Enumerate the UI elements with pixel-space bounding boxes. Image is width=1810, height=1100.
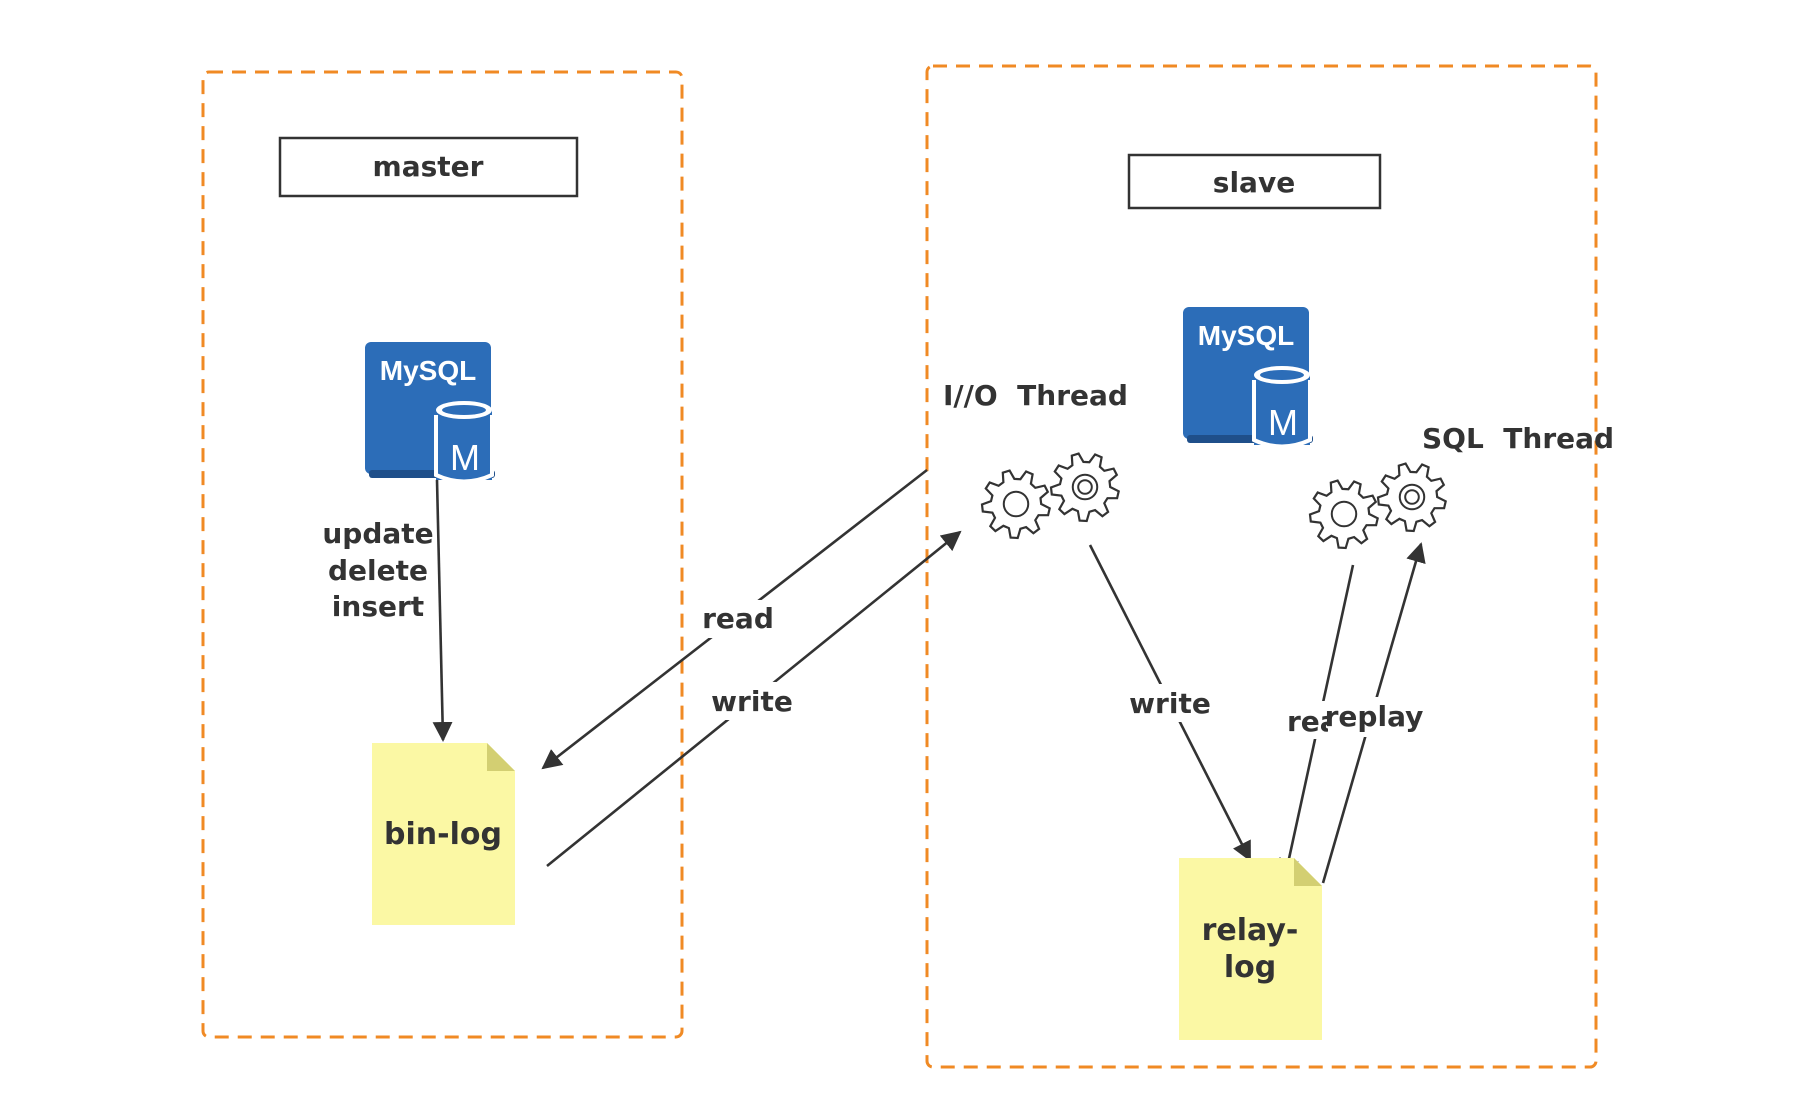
read-label: read xyxy=(702,602,774,635)
master-title: master xyxy=(373,150,484,183)
gear-icon xyxy=(1376,462,1447,533)
slave-db-badge: M xyxy=(1268,402,1298,443)
arrow-mysql-to-binlog xyxy=(432,479,453,742)
master-title-box xyxy=(278,136,579,198)
write-label: write xyxy=(711,685,793,718)
relaylog-note: relay- log xyxy=(1179,858,1322,1040)
binlog-label: bin-log xyxy=(384,817,502,852)
replay-label: replay xyxy=(1325,700,1424,733)
relaylog-label-line2: log xyxy=(1224,950,1276,985)
read-label-bg xyxy=(700,600,776,638)
op-delete-label: delete xyxy=(328,554,428,587)
slave-title: slave xyxy=(1213,166,1295,199)
op-update-label: update xyxy=(322,517,433,550)
gear-icon xyxy=(980,469,1051,540)
io-write-label: write xyxy=(1129,687,1211,720)
slave-mysql-icon: MySQL M xyxy=(1183,307,1313,449)
master-mysql-label: MySQL xyxy=(380,355,476,386)
write-label-bg xyxy=(708,682,796,720)
slave-group-border xyxy=(925,64,1598,1069)
slave-title-box xyxy=(1127,153,1382,210)
gear-icon xyxy=(1049,452,1120,523)
op-insert-label: insert xyxy=(332,590,424,623)
gear-icon xyxy=(1308,479,1379,550)
master-db-badge: M xyxy=(450,437,480,478)
slave-mysql-label: MySQL xyxy=(1198,320,1294,351)
sql-read-label-bg xyxy=(1285,701,1333,739)
replay-label-bg xyxy=(1328,697,1420,737)
master-group-border xyxy=(201,70,684,1039)
sql-thread-label: SQL Thread xyxy=(1422,422,1614,455)
relaylog-label-line1: relay- xyxy=(1202,913,1299,948)
binlog-note: bin-log xyxy=(372,743,515,925)
io-thread-label: I//O Thread xyxy=(943,379,1128,412)
master-mysql-icon: MySQL M xyxy=(365,342,495,484)
io-write-label-bg xyxy=(1127,684,1213,722)
